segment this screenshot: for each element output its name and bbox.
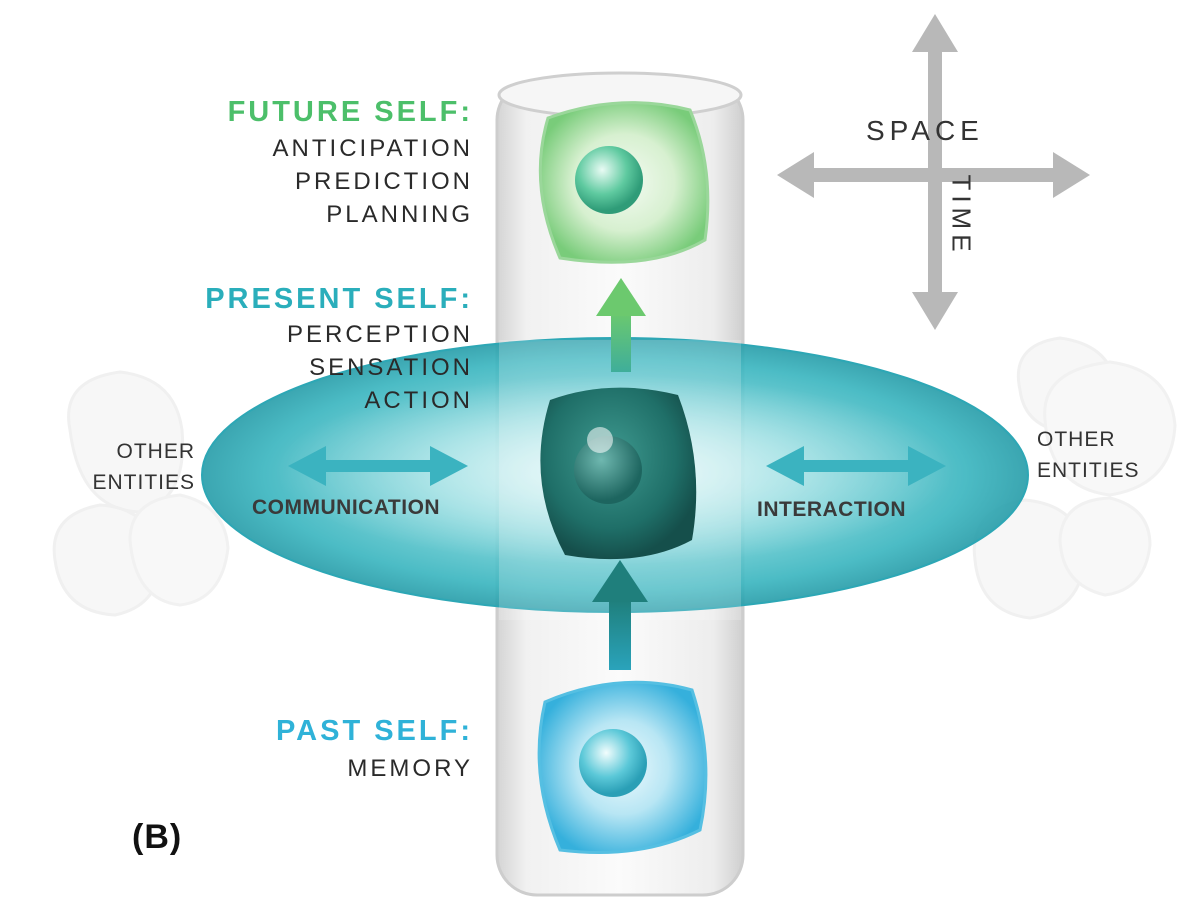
future-self-title: FUTURE SELF:: [227, 96, 473, 128]
right-entities-label: ENTITIES: [1037, 459, 1140, 482]
future-self-cell: [538, 101, 710, 264]
space-axis-label: SPACE: [866, 115, 984, 146]
communication-arrow: [288, 446, 468, 486]
present-self-item: SENSATION: [309, 354, 473, 381]
future-self-item: ANTICIPATION: [272, 135, 473, 162]
right-entities-shapes: [972, 336, 1177, 620]
future-self-item: PREDICTION: [294, 168, 473, 195]
past-self-title: PAST SELF:: [275, 715, 473, 747]
right-entities-label: OTHER: [1037, 428, 1116, 451]
future-self-item: PLANNING: [326, 201, 473, 228]
panel-label: (B): [132, 818, 183, 856]
past-self-item: MEMORY: [347, 755, 473, 782]
present-self-item: ACTION: [364, 387, 473, 414]
present-to-future-arrow: [596, 278, 646, 372]
interaction-arrow: [766, 446, 946, 486]
past-to-present-arrow: [592, 560, 648, 670]
time-axis-label: TIME: [946, 174, 977, 257]
past-self-cell: [537, 680, 708, 854]
present-self-item: PERCEPTION: [286, 321, 473, 348]
space-time-axes: [777, 14, 1090, 330]
communication-label: COMMUNICATION: [252, 496, 441, 519]
left-entities-label: OTHER: [116, 440, 195, 463]
left-entities-label: ENTITIES: [92, 471, 195, 494]
present-self-cell: [540, 387, 697, 560]
interaction-label: INTERACTION: [757, 498, 906, 521]
present-self-title: PRESENT SELF:: [205, 283, 473, 315]
left-entities-shapes: [52, 370, 230, 617]
